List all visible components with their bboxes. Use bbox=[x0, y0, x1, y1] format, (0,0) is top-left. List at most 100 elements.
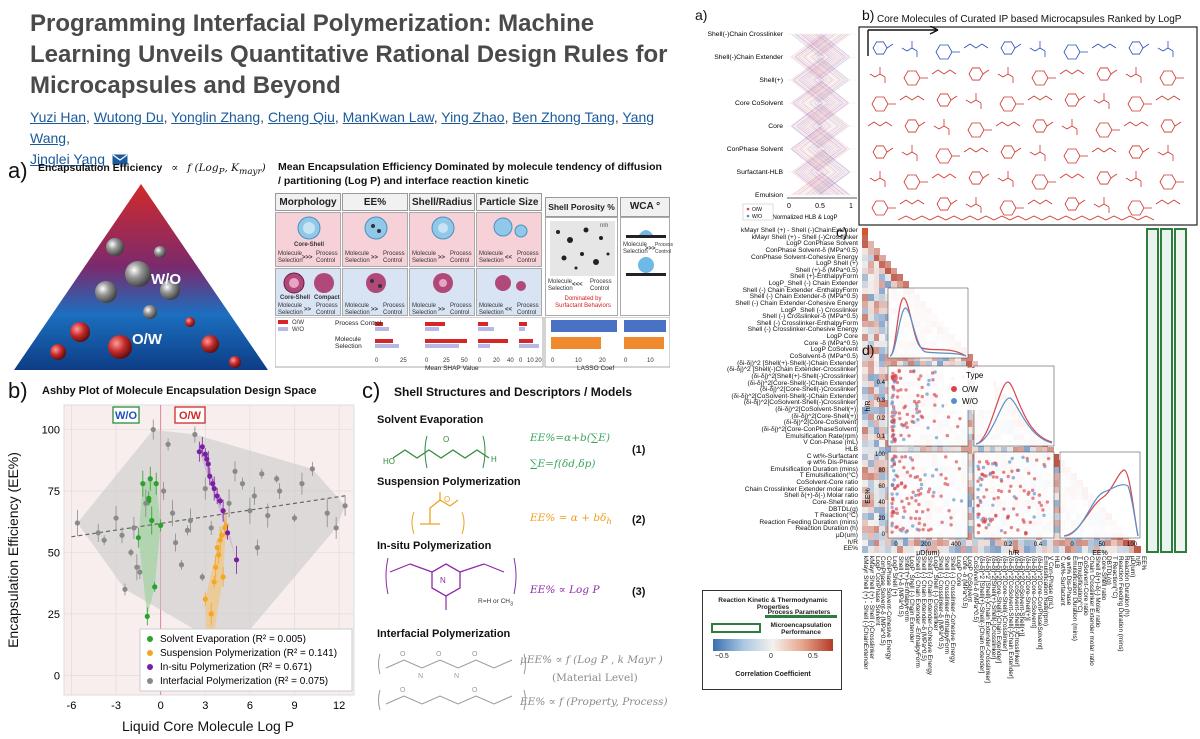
heatmap-cell bbox=[879, 486, 886, 494]
author-link[interactable]: Yang Wang bbox=[30, 109, 655, 146]
heatmap-cell bbox=[879, 400, 886, 408]
svg-text:O: O bbox=[472, 651, 478, 658]
pairplot-point bbox=[907, 502, 911, 506]
heatmap-cell bbox=[873, 267, 880, 275]
author-link[interactable]: ManKwan Law bbox=[342, 109, 434, 125]
ra-row-label: Emulsion bbox=[755, 192, 783, 199]
pairplot-point bbox=[1028, 520, 1032, 525]
heatmap-cell bbox=[1012, 446, 1019, 454]
heatmap-cell bbox=[867, 440, 874, 448]
tag-wo: W/O bbox=[115, 410, 137, 422]
pairplot-point bbox=[919, 374, 923, 378]
heatmap-cell bbox=[890, 274, 898, 282]
data-point bbox=[211, 579, 217, 585]
heatmap-row-label: LogP ConPhase Solvent bbox=[786, 240, 858, 248]
pairplot-point bbox=[976, 512, 980, 516]
heatmap-cell bbox=[862, 354, 869, 362]
heatmap-cell bbox=[879, 446, 886, 454]
heatmap-cell bbox=[862, 506, 869, 514]
heatmap-cell bbox=[960, 360, 967, 368]
data-point bbox=[208, 525, 214, 531]
pairplot-point bbox=[923, 473, 927, 477]
design-rule-table: Morphology EE% Shell/Radius Particle Siz… bbox=[275, 193, 673, 373]
equation-3: EE% ∝ Log P bbox=[530, 584, 600, 596]
heatmap-cell bbox=[1117, 546, 1124, 554]
pairplot-xtick: 100 bbox=[1127, 542, 1138, 548]
heatmap-cell bbox=[867, 300, 874, 308]
data-point bbox=[277, 488, 283, 494]
heatmap-cell bbox=[862, 228, 868, 235]
heatmap-cell bbox=[885, 261, 892, 269]
pairplot-point bbox=[920, 394, 924, 399]
heatmap-cell bbox=[1059, 546, 1066, 554]
heatmap-cell bbox=[908, 539, 915, 547]
heatmap-cell bbox=[879, 314, 886, 322]
heatmap-cell bbox=[862, 327, 869, 335]
heatmap-cell bbox=[995, 446, 1002, 454]
heatmap-cell bbox=[873, 506, 880, 514]
author-link[interactable]: Ben Zhong Tang bbox=[512, 109, 615, 125]
heatmap-row-label: C wt%-Surfactant bbox=[806, 452, 858, 460]
heatmap-cell bbox=[862, 486, 869, 494]
pairplot-point bbox=[890, 514, 894, 518]
heatmap-cell bbox=[914, 446, 921, 454]
heatmap-cell bbox=[948, 360, 956, 368]
heatmap-cell bbox=[966, 407, 973, 415]
heatmap-row-label: (δi-δj)^2 [Shell(-)Chain Extender-Crossl… bbox=[727, 366, 858, 374]
author-link[interactable]: Yuzi Han bbox=[30, 109, 87, 125]
pairplot-point bbox=[986, 461, 990, 466]
author-link[interactable]: Ying Zhao bbox=[441, 109, 505, 125]
pairplot-point bbox=[1025, 456, 1029, 461]
pairplot-point bbox=[946, 415, 951, 419]
heatmap-cell bbox=[966, 446, 973, 454]
pairplot-point bbox=[905, 496, 909, 501]
data-point bbox=[128, 549, 134, 556]
author-link[interactable]: Jinglei Yang bbox=[30, 151, 105, 167]
heatmap-cell bbox=[873, 287, 880, 295]
pairplot-point bbox=[1031, 496, 1035, 500]
pairplot-point bbox=[1027, 505, 1031, 510]
email-icon[interactable] bbox=[112, 154, 128, 165]
heatmap-cell bbox=[954, 539, 961, 547]
data-point bbox=[131, 525, 137, 531]
pairplot-xlabel: h/R bbox=[1009, 550, 1020, 556]
pairplot-point bbox=[915, 410, 919, 415]
heatmap-cell bbox=[879, 513, 886, 521]
pairplot-point bbox=[920, 415, 925, 420]
pairplot-point bbox=[916, 488, 921, 493]
ra-row-label: Shell(-)Chain Extender bbox=[714, 54, 783, 61]
author-link[interactable]: Wutong Du bbox=[93, 109, 164, 125]
heatmap-cell bbox=[879, 373, 886, 381]
heatmap-cell bbox=[925, 546, 932, 554]
data-point bbox=[184, 527, 191, 533]
heatmap-cell bbox=[1001, 539, 1008, 547]
pairplot-point bbox=[900, 455, 904, 459]
heatmap-cell bbox=[879, 533, 886, 541]
ashby-xtick: 12 bbox=[333, 700, 345, 712]
heatmap-cell bbox=[867, 413, 874, 421]
legend-entry: In-situ Polymerization (R² = 0.671) bbox=[160, 662, 312, 673]
heatmap-cell bbox=[873, 453, 880, 461]
author-link[interactable]: Yonglin Zhang bbox=[171, 109, 261, 125]
kde-line-wo bbox=[1063, 484, 1139, 537]
author-link[interactable]: Cheng Qiu bbox=[267, 109, 335, 125]
col-shell-radius: Shell/Radius bbox=[409, 193, 475, 211]
data-point bbox=[226, 500, 232, 506]
pairplot-point bbox=[990, 462, 995, 466]
heatmap-cell bbox=[948, 546, 956, 554]
kde-line-wo bbox=[975, 397, 1053, 445]
heatmap-cell bbox=[873, 387, 880, 395]
heatmap-cell bbox=[873, 247, 880, 255]
pairplot-point bbox=[1032, 492, 1037, 496]
heatmap-cell bbox=[873, 274, 880, 282]
heatmap-cell bbox=[867, 407, 874, 415]
heatmap-cell bbox=[879, 367, 886, 375]
data-point bbox=[161, 488, 167, 494]
heatmap-cell bbox=[867, 354, 874, 362]
pairplot-point bbox=[911, 524, 915, 528]
pairplot-point bbox=[914, 407, 919, 411]
heatmap-cell bbox=[983, 539, 990, 547]
ashby-xlabel: Liquid Core Molecule Log P bbox=[122, 718, 294, 734]
heatmap-cell bbox=[896, 539, 903, 547]
xaxis-lasso: LASSO Coef bbox=[577, 365, 615, 372]
